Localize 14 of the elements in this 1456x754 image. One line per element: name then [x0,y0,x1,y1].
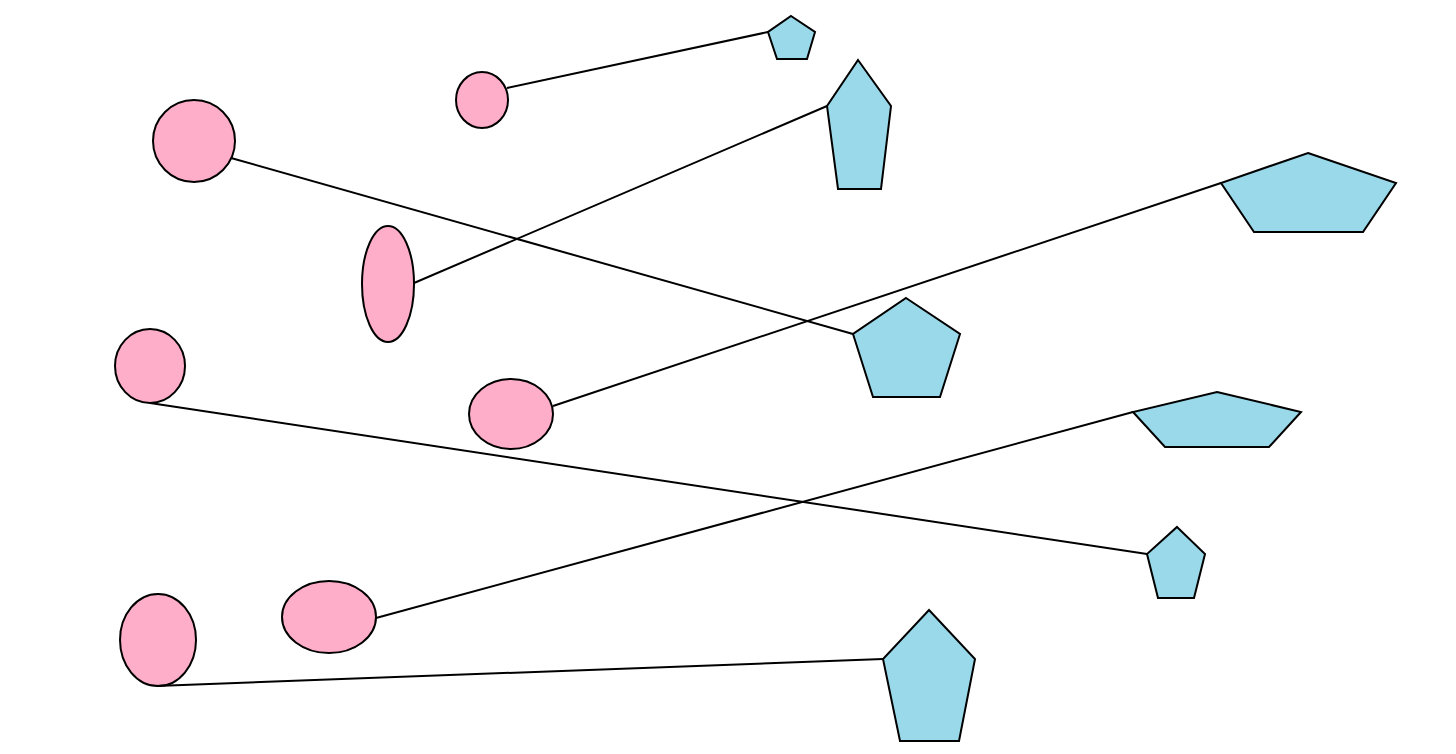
ellipse [119,593,197,687]
line [506,31,769,89]
ellipse [114,328,186,404]
ellipse [281,580,377,654]
line [230,157,854,335]
line [149,402,1148,555]
ellipse [361,225,415,343]
ellipse [455,71,509,129]
line [413,105,828,284]
line [155,658,884,687]
line [375,411,1134,619]
ellipse [468,378,554,450]
line [552,182,1222,407]
ellipse [152,99,236,183]
